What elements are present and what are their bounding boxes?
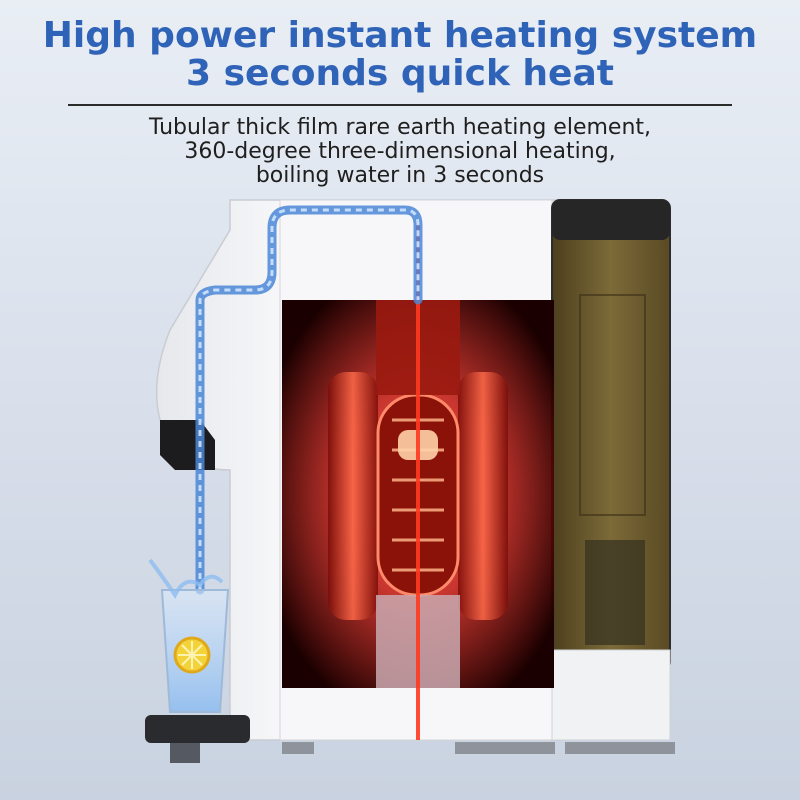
subtitle-line-2: 360-degree three-dimensional heating, xyxy=(184,139,616,164)
subtitle-line-3: boiling water in 3 seconds xyxy=(255,163,545,188)
divider-rule xyxy=(68,104,732,106)
headline-line-2: 3 seconds quick heat xyxy=(186,53,614,94)
water-glass-image xyxy=(148,558,230,713)
subtitle-line-1: Tubular thick film rare earth heating el… xyxy=(148,115,652,140)
headline-line-1: High power instant heating system xyxy=(42,15,758,56)
drip-tray xyxy=(145,715,250,743)
